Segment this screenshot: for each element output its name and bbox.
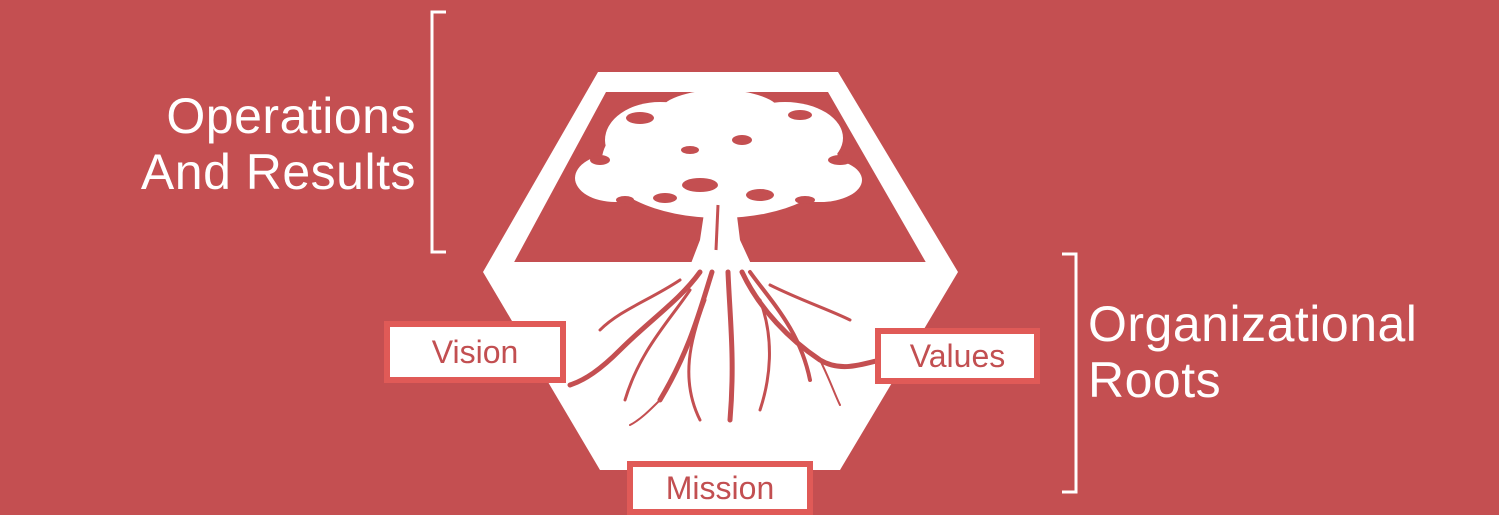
roots-bracket [1062,252,1078,494]
roots-label: Organizational Roots [1088,296,1417,408]
tree-icon [512,90,928,426]
operations-label-line2: And Results [140,144,416,200]
values-node: Values [875,328,1040,384]
operations-label-line1: Operations [166,88,416,144]
roots-label-line1: Organizational [1088,296,1418,352]
mission-node: Mission [627,461,813,515]
operations-label: Operations And Results [141,88,416,200]
operations-bracket [430,10,446,254]
roots-label-line2: Roots [1088,352,1222,408]
vision-node: Vision [384,321,566,383]
